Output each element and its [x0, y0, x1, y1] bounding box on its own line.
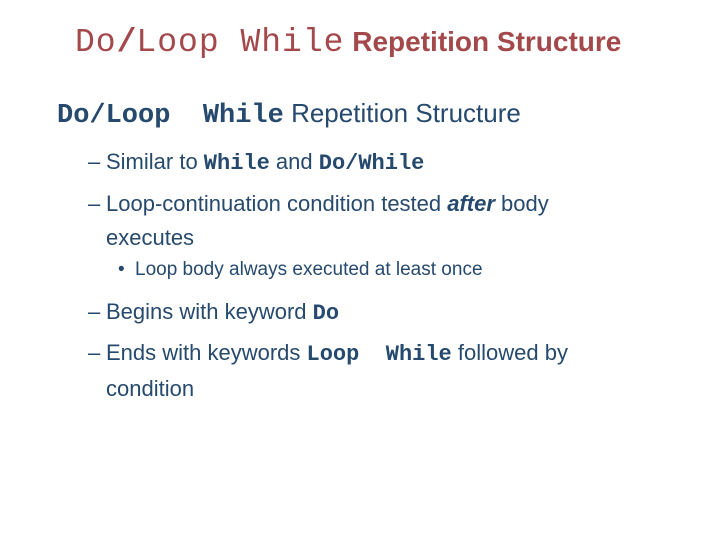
body-heading: Do/Loop While Repetition Structure: [57, 98, 521, 131]
bullet-similar-text: Similar to While and Do/While: [106, 145, 688, 181]
bullet-tested-pre: Loop-continuation condition tested: [106, 191, 448, 216]
title-code-loop-while: Loop While: [136, 24, 345, 61]
title-code-do: Do: [75, 24, 117, 61]
bullet-begins: – Begins with keyword Do: [88, 295, 688, 331]
bullet-tested-line2: executes: [106, 225, 195, 250]
bullet-similar-pre: Similar to: [106, 149, 204, 174]
title-text: Repetition Structure: [344, 26, 622, 57]
dash-marker: –: [88, 191, 101, 216]
dash-marker: –: [88, 340, 101, 365]
subbullet-text: Loop body always executed at least once: [135, 259, 483, 280]
bullet-ends: – Ends with keywords Loop While followed…: [88, 336, 688, 406]
bullet-similar: – Similar to While and Do/While: [88, 145, 688, 181]
bullet-similar-code-while: While: [203, 151, 270, 176]
bullet-similar-code-dowhile: Do/While: [318, 151, 425, 176]
bullet-ends-text: Ends with keywords Loop While followed b…: [106, 336, 688, 406]
bullet-begins-code-do: Do: [312, 301, 340, 326]
dash-marker: –: [88, 149, 101, 174]
title-code-slash: /: [116, 24, 137, 61]
bullet-tested-post: body: [494, 191, 549, 216]
bullet-ends-pre: Ends with keywords: [106, 340, 307, 365]
bullet-tested: – Loop-continuation condition tested aft…: [88, 187, 688, 255]
heading-text: Repetition Structure: [283, 98, 521, 128]
slide-title: Do/Loop While Repetition Structure: [75, 24, 621, 61]
bullet-similar-mid: and: [269, 149, 319, 174]
heading-code: Do/Loop While: [57, 101, 284, 131]
bullet-ends-code-loop-while: Loop While: [306, 342, 452, 367]
bullet-ends-post: followed by: [451, 340, 568, 365]
dash-marker: –: [88, 299, 101, 324]
bullet-ends-line2: condition: [106, 376, 195, 401]
subbullet-loop-body: • Loop body always executed at least onc…: [118, 257, 678, 283]
bullet-marker: •: [118, 259, 125, 280]
bullet-begins-text: Begins with keyword Do: [106, 295, 688, 331]
bullet-tested-text: Loop-continuation condition tested after…: [106, 187, 688, 255]
bullet-tested-emphasis: after: [447, 191, 495, 216]
bullet-begins-pre: Begins with keyword: [106, 299, 313, 324]
